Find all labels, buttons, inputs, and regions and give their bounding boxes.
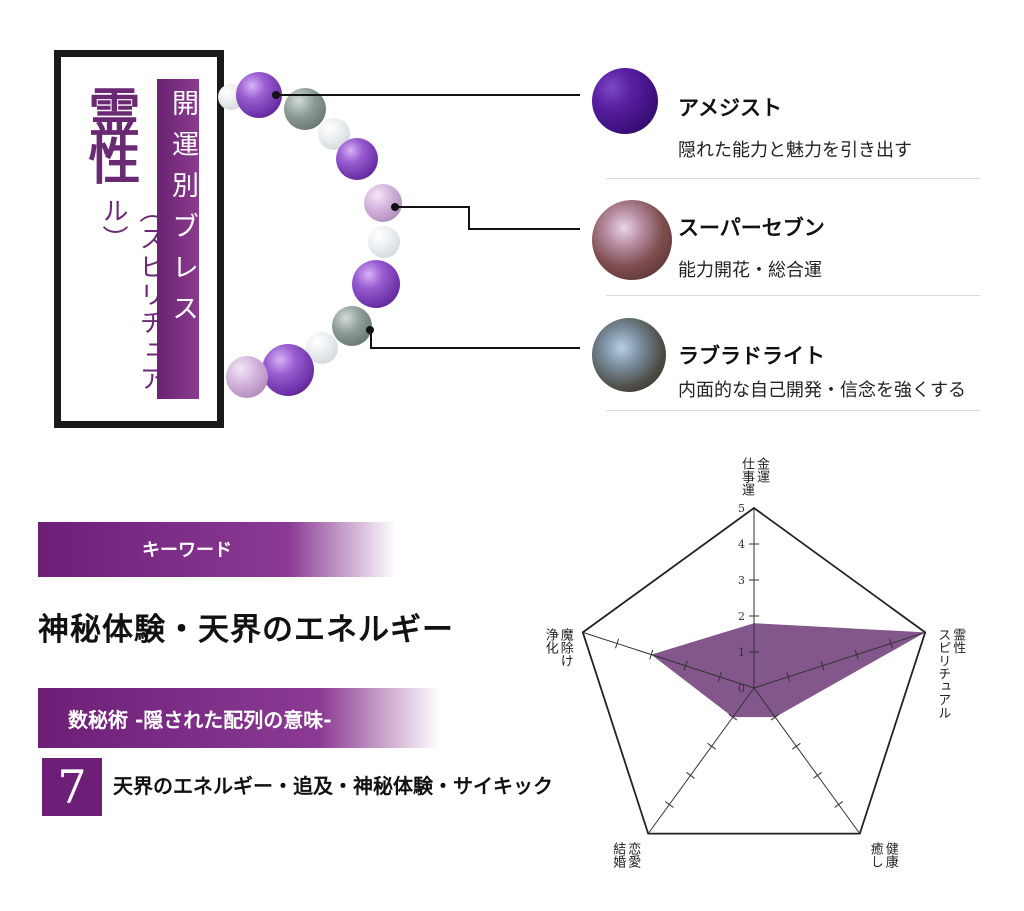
keyword-band: キーワード xyxy=(38,522,396,577)
radar-spoke xyxy=(647,687,755,834)
numerology-label: 数秘術 -隠された配列の意味- xyxy=(68,708,332,732)
stone-desc: 能力開花・総合運 xyxy=(678,260,822,281)
labradorite-stone-image xyxy=(592,318,666,392)
keyword-label: キーワード xyxy=(142,540,232,561)
radar-tick xyxy=(854,649,859,660)
stone-desc: 隠れた能力と魅力を引き出す xyxy=(678,140,912,161)
radar-tick-label: 2 xyxy=(738,610,745,623)
radar-spoke xyxy=(753,687,861,834)
connector-line xyxy=(468,206,470,229)
connector-line xyxy=(278,94,580,96)
super-seven-stone-image xyxy=(592,200,672,280)
stone-name: スーパーセブン xyxy=(678,216,825,240)
connector-line xyxy=(397,206,469,208)
title-frame: 霊性 （スピリチュアル） 開運別ブレス xyxy=(54,50,224,428)
title-main: 霊性 xyxy=(79,85,140,181)
radar-tick xyxy=(820,660,825,671)
radar-tick-label: 1 xyxy=(738,646,745,659)
radar-axis-label: 金運 仕事運 xyxy=(739,457,769,496)
radar-tick xyxy=(770,713,780,721)
radar-axis-label: 霊性 スピリチュアル xyxy=(935,628,966,720)
radar-tick xyxy=(728,713,738,721)
bead xyxy=(352,260,400,308)
bead xyxy=(336,138,378,180)
connector-dot xyxy=(272,91,280,99)
radar-tick xyxy=(888,638,893,649)
stone-desc: 内面的な自己開発・信念を強くする xyxy=(678,380,966,401)
radar-axis-label: 恋愛 結婚 xyxy=(610,841,641,868)
radar-axis-label: 魔除け 浄化 xyxy=(542,628,573,668)
radar-tick xyxy=(615,638,620,649)
radar-chart: 0 1 2 3 4 5 金運 仕事運霊性 スピリチュアル健康 癒し 恋愛 結婚 魔除け 浄化 xyxy=(540,457,980,894)
radar-tick xyxy=(791,742,801,750)
connector-line xyxy=(370,330,372,348)
bead xyxy=(262,344,314,396)
numerology-number: 7 xyxy=(42,758,102,816)
radar-tick xyxy=(786,671,791,682)
bead xyxy=(332,306,372,346)
connector-line xyxy=(468,228,580,230)
radar-spoke xyxy=(753,631,926,689)
radar-tick-label: 5 xyxy=(738,502,745,515)
radar-tick xyxy=(834,801,843,808)
radar-tick xyxy=(649,649,654,660)
radar-outline xyxy=(581,506,927,835)
radar-tick xyxy=(665,801,674,808)
divider xyxy=(606,295,980,296)
radar-tick xyxy=(707,742,717,750)
amethyst-stone-image xyxy=(592,68,658,134)
radar-axis-label: 健康 癒し xyxy=(867,841,898,868)
radar-tick-label: 4 xyxy=(738,538,745,551)
radar-tick-label: 0 xyxy=(738,682,745,695)
radar-tick xyxy=(686,772,695,779)
title-band: 開運別ブレス xyxy=(157,79,199,399)
stone-name: ラブラドライト xyxy=(678,344,825,368)
bead xyxy=(368,226,400,258)
radar-tick xyxy=(813,772,822,779)
title-band-text: 開運別ブレス xyxy=(167,89,198,335)
connector-dot xyxy=(391,203,399,211)
keyword-text: 神秘体験・天界のエネルギー xyxy=(38,612,454,648)
numerology-band: 数秘術 -隠された配列の意味- xyxy=(38,688,440,748)
divider xyxy=(606,178,980,179)
divider xyxy=(606,410,980,411)
radar-tick xyxy=(717,671,722,682)
numerology-text: 天界のエネルギー・追及・神秘体験・サイキック xyxy=(113,774,553,798)
connector-line xyxy=(370,347,580,349)
bead xyxy=(226,356,268,398)
radar-tick xyxy=(683,660,688,671)
radar-svg: 0 1 2 3 4 5 xyxy=(581,502,927,835)
radar-spoke xyxy=(582,631,755,689)
radar-tick-label: 3 xyxy=(738,574,745,587)
stone-name: アメジスト xyxy=(678,96,782,120)
radar-data-polygon xyxy=(651,623,926,718)
